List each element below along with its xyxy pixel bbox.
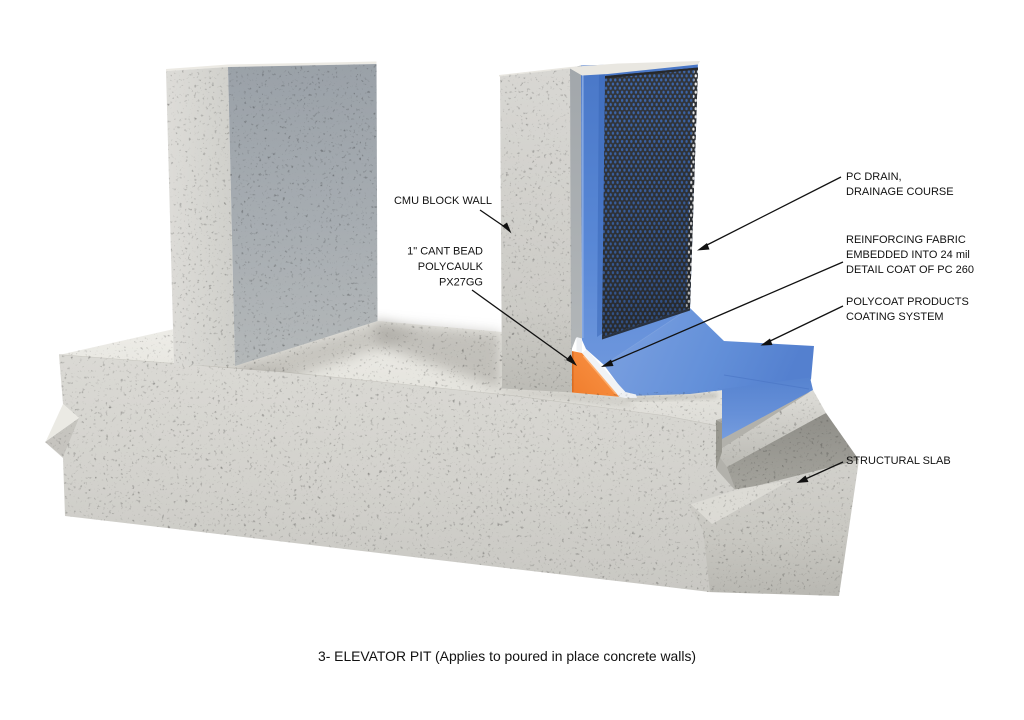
svg-text:PX27GG: PX27GG <box>439 277 483 289</box>
svg-text:COATING SYSTEM: COATING SYSTEM <box>846 311 944 323</box>
svg-text:CMU BLOCK WALL: CMU BLOCK WALL <box>394 195 492 207</box>
svg-text:3- ELEVATOR PIT (Applies to po: 3- ELEVATOR PIT (Applies to poured in pl… <box>318 648 696 664</box>
svg-text:EMBEDDED INTO 24 mil: EMBEDDED INTO 24 mil <box>846 249 970 261</box>
svg-text:REINFORCING FABRIC: REINFORCING FABRIC <box>846 234 966 246</box>
svg-text:DETAIL COAT OF PC 260: DETAIL COAT OF PC 260 <box>846 264 974 276</box>
svg-text:PC DRAIN,: PC DRAIN, <box>846 171 902 183</box>
svg-text:STRUCTURAL SLAB: STRUCTURAL SLAB <box>846 455 951 467</box>
svg-text:POLYCAULK: POLYCAULK <box>418 261 484 273</box>
svg-text:1" CANT BEAD: 1" CANT BEAD <box>407 246 483 258</box>
svg-text:DRAINAGE COURSE: DRAINAGE COURSE <box>846 186 954 198</box>
svg-text:POLYCOAT PRODUCTS: POLYCOAT PRODUCTS <box>846 296 969 308</box>
